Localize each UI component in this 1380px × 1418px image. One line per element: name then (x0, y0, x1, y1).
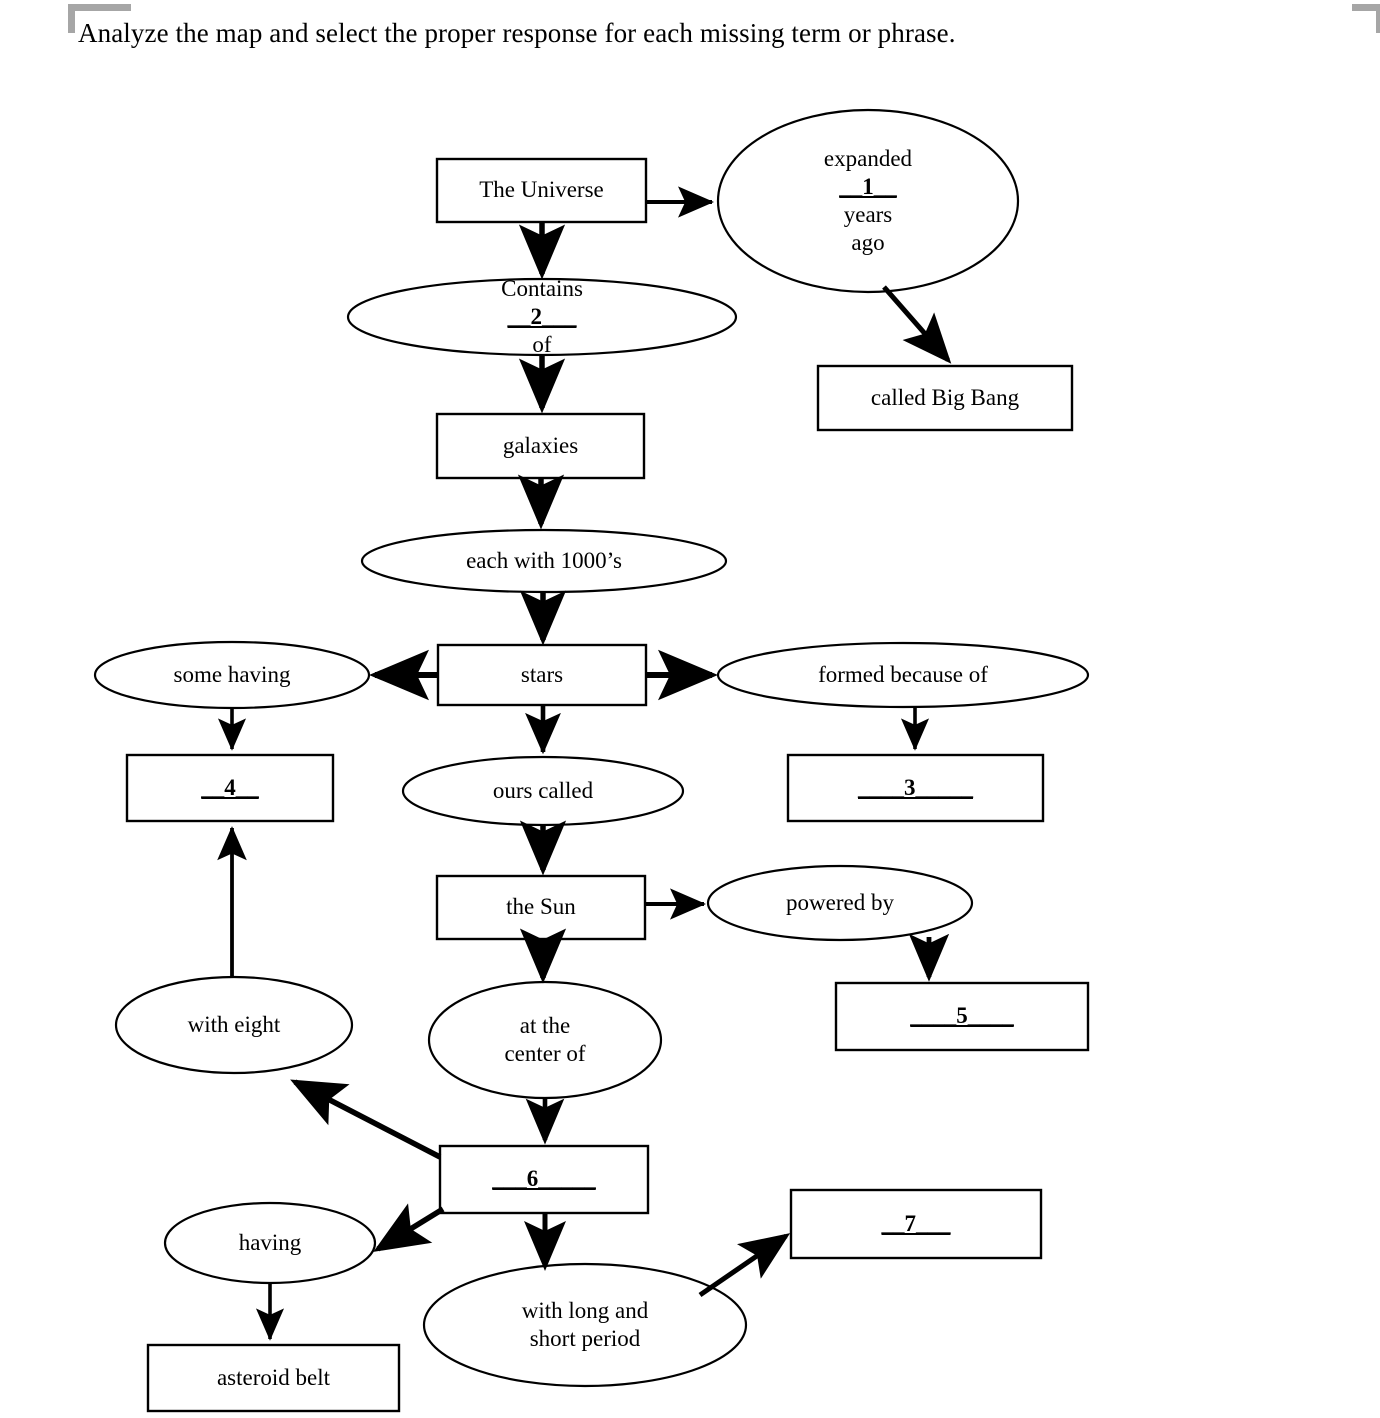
node-expanded-blank: __1__ (839, 173, 897, 199)
node-long-short-line1: with long and (521, 1297, 649, 1323)
node-each-with[interactable]: each with 1000’s (362, 530, 726, 592)
node-shape-blank-5 (834, 981, 1090, 1052)
node-ours-called-label: ours called (492, 777, 594, 803)
node-shape-blank-6 (438, 1144, 650, 1215)
node-contains-blank: __2___ (507, 303, 577, 329)
node-at-the-center[interactable]: at the center of (429, 982, 661, 1098)
node-long-short[interactable]: with long and short period (424, 1264, 746, 1386)
node-blank-6-label: ___6_____ (492, 1166, 596, 1192)
node-having-label: having (238, 1229, 302, 1255)
node-with-eight[interactable]: with eight (116, 977, 352, 1073)
node-blank-5-label: ____5____ (910, 1003, 1014, 1029)
node-at-the-center-line1: at the (519, 1012, 571, 1038)
node-big-bang[interactable]: called Big Bang (818, 366, 1072, 430)
node-each-with-label: each with 1000’s (466, 547, 622, 573)
node-galaxies[interactable]: galaxies (437, 414, 644, 478)
node-asteroid-belt[interactable]: asteroid belt (148, 1345, 399, 1411)
node-blank-6[interactable]: ___6_____ (440, 1146, 648, 1213)
node-expanded-line1: expanded (823, 145, 913, 171)
node-with-eight-label: with eight (187, 1011, 281, 1037)
node-stars[interactable]: stars (438, 645, 646, 705)
node-expanded-line3: ago (851, 230, 885, 256)
node-blank-3[interactable]: ____3_____ (788, 755, 1043, 821)
node-some-having-label: some having (173, 661, 291, 687)
node-blank-5[interactable]: ____5____ (836, 983, 1088, 1050)
edge-expanded-bigbang (882, 285, 952, 364)
node-shape-expanded (716, 108, 1020, 294)
node-big-bang-label: called Big Bang (870, 384, 1020, 410)
node-the-sun-label: the Sun (506, 894, 576, 920)
node-blank-7-label: __7___ (881, 1210, 951, 1236)
page-instruction: Analyze the map and select the proper re… (78, 18, 956, 48)
node-ours-called[interactable]: ours called (403, 757, 683, 825)
node-formed-because[interactable]: formed because of (718, 643, 1088, 707)
node-shape-universe (435, 157, 648, 224)
crop-mark-top-right (1352, 4, 1380, 33)
node-universe[interactable]: The Universe (437, 159, 646, 222)
node-asteroid-belt-label: asteroid belt (216, 1364, 331, 1390)
node-shape-blank-4 (125, 753, 335, 823)
node-powered-by[interactable]: powered by (708, 866, 972, 940)
edge-blank6-having (373, 1203, 445, 1252)
node-contains[interactable]: Contains __2___ of (348, 276, 736, 357)
node-long-short-line2: short period (529, 1326, 641, 1351)
node-blank-3-label: ____3_____ (858, 774, 973, 800)
node-shape-galaxies (435, 412, 646, 480)
node-blank-7[interactable]: __7___ (791, 1190, 1041, 1258)
node-shape-big-bang (816, 364, 1074, 432)
crop-mark-top-left (68, 4, 131, 33)
node-shape-stars (436, 643, 648, 707)
node-shape-asteroid-belt (146, 1343, 401, 1413)
node-having[interactable]: having (165, 1203, 375, 1283)
node-powered-by-label: powered by (786, 889, 894, 915)
edge-blank6-witheight (290, 1079, 442, 1160)
node-formed-because-label: formed because of (818, 661, 988, 687)
node-contains-pre: Contains (501, 275, 583, 301)
node-at-the-center-line2: center of (504, 1041, 586, 1066)
node-blank-4-label: __4__ (201, 774, 259, 800)
node-contains-post: of (532, 332, 552, 358)
node-expanded-line2-post: years (843, 202, 893, 227)
node-shape-powered-by (706, 864, 974, 942)
node-expanded-line2: __1__years (839, 173, 897, 229)
node-some-having[interactable]: some having (95, 642, 369, 708)
node-the-sun[interactable]: the Sun (437, 876, 645, 939)
node-expanded[interactable]: expanded __1__years ago (718, 110, 1018, 292)
node-shape-long-short (422, 1262, 748, 1388)
node-shape-with-eight (114, 975, 354, 1075)
node-universe-label: The Universe (479, 177, 604, 203)
edge-longshort-blank7 (698, 1233, 791, 1298)
node-galaxies-label: galaxies (502, 432, 579, 458)
node-shape-blank-7 (789, 1188, 1043, 1260)
node-blank-4[interactable]: __4__ (127, 755, 333, 821)
node-shape-formed-because (716, 641, 1090, 709)
node-contains-line: Contains __2___ of (501, 275, 583, 359)
node-shape-blank-3 (786, 753, 1045, 823)
node-stars-label: stars (520, 661, 564, 687)
